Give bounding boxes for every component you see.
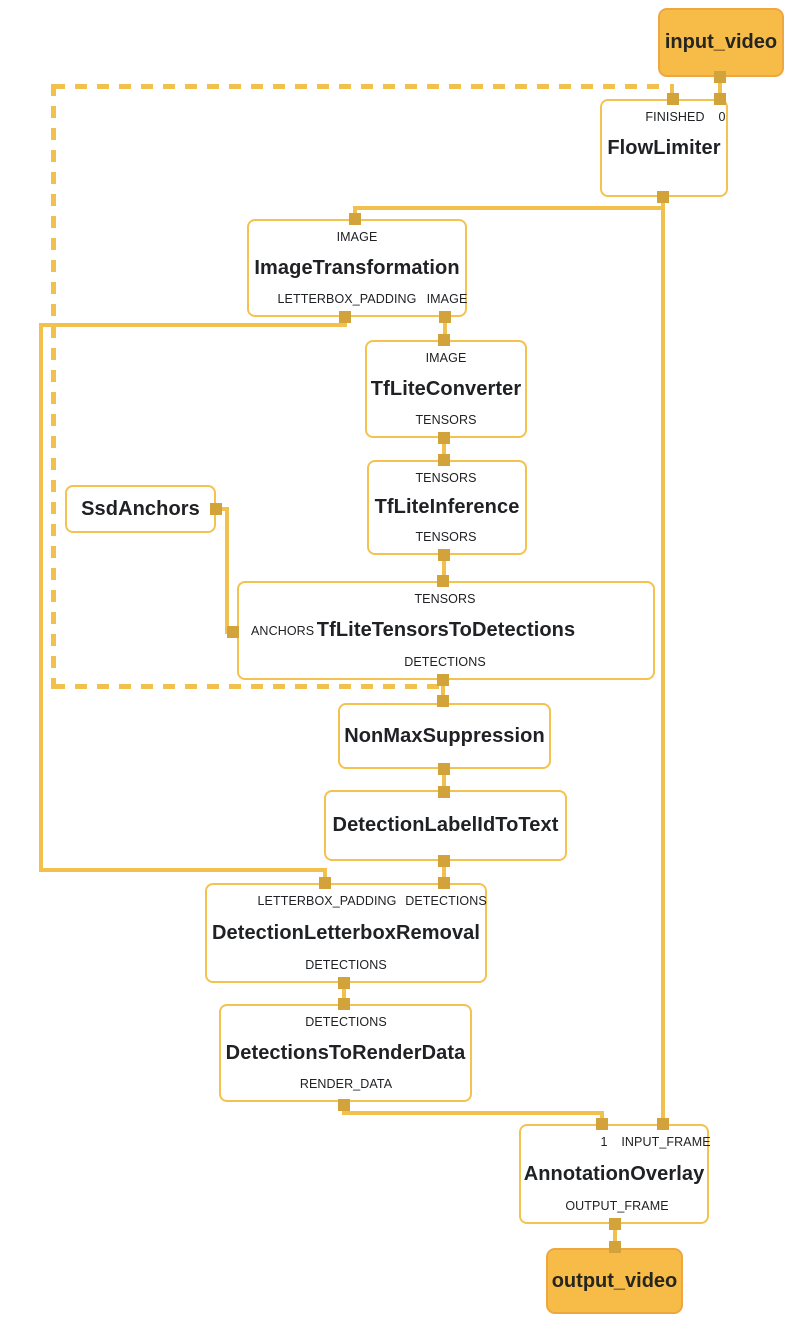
- node-flow-limiter-label: FlowLimiter: [607, 136, 721, 159]
- port-flowlimiter-finished: [667, 93, 679, 105]
- port-outputvideo-in: [609, 1241, 621, 1253]
- edge-letterbox-h2: [39, 868, 327, 872]
- node-input-video[interactable]: input_video: [658, 8, 784, 77]
- node-detection-letterbox-removal-label: DetectionLetterboxRemoval: [211, 921, 481, 944]
- edge-finished-loop-bottom: [53, 684, 443, 689]
- port-label-image-out: IMAGE: [426, 292, 468, 306]
- port-label-output-frame-out: OUTPUT_FRAME: [565, 1199, 669, 1213]
- port-label-detections-in: DETECTIONS: [405, 894, 487, 908]
- port-ssdanchors-out: [210, 503, 222, 515]
- port-inputvideo-out: [714, 71, 726, 83]
- node-non-max-suppression-label: NonMaxSuppression: [344, 724, 545, 747]
- edge-ssdanchors-v: [225, 507, 229, 634]
- edge-renderdata-v2: [600, 1111, 604, 1124]
- edge-flowlimiter-annotationoverlay: [661, 197, 665, 1124]
- edge-tfliteconverter-tfliteinference: [442, 438, 446, 460]
- port-label-image-in: IMAGE: [336, 230, 378, 244]
- node-detections-to-render-data-label: DetectionsToRenderData: [225, 1041, 466, 1064]
- port-label-tensors-in: TENSORS: [415, 471, 477, 485]
- node-output-video-label: output_video: [551, 1269, 678, 1292]
- port-label-tensors-out: TENSORS: [415, 413, 477, 427]
- edge-renderdata-h: [342, 1111, 604, 1115]
- port-nonmax-out: [438, 763, 450, 775]
- node-tflite-tensors-to-detections-label: TfLiteTensorsToDetections: [316, 619, 576, 641]
- port-label-input-frame-in: INPUT_FRAME: [621, 1135, 711, 1149]
- node-detection-letterbox-removal[interactable]: LETTERBOX_PADDING DETECTIONS DETECTIONS …: [205, 883, 487, 983]
- node-image-transformation-label: ImageTransformation: [254, 256, 460, 279]
- port-labelidtotext-in: [438, 786, 450, 798]
- edge-nonmax-labelidtotext: [442, 769, 446, 792]
- port-renderdata-detections-in: [338, 998, 350, 1010]
- port-labelidtotext-out: [438, 855, 450, 867]
- node-ssd-anchors-label: SsdAnchors: [81, 497, 200, 520]
- port-label-image-in: IMAGE: [425, 351, 467, 365]
- node-tflite-inference-label: TfLiteInference: [374, 496, 520, 518]
- node-tflite-converter-label: TfLiteConverter: [370, 377, 522, 400]
- edge-letterboxremoval-renderdata: [342, 983, 346, 1004]
- node-detections-to-render-data[interactable]: DETECTIONS RENDER_DATA DetectionsToRende…: [219, 1004, 472, 1102]
- port-label-1-in: 1: [600, 1135, 608, 1149]
- port-label-tensors-in: TENSORS: [414, 592, 476, 606]
- node-output-video[interactable]: output_video: [546, 1248, 683, 1314]
- port-label-finished: FINISHED: [645, 110, 705, 124]
- edge-imagetransformation-tfliteconverter: [443, 317, 447, 340]
- port-annotationoverlay-inputframe-in: [657, 1118, 669, 1130]
- edge-flowlimiter-imagetransformation-h: [353, 206, 663, 210]
- edge-flowlimiter-imagetransformation-v: [353, 206, 357, 219]
- port-label-detections-out: DETECTIONS: [305, 958, 387, 972]
- node-flow-limiter[interactable]: FINISHED 0 FlowLimiter: [600, 99, 728, 197]
- port-tfliteconverter-tensors-out: [438, 432, 450, 444]
- port-imagetransformation-letterbox-out: [339, 311, 351, 323]
- port-label-0: 0: [718, 110, 726, 124]
- edge-letterbox-h1: [39, 323, 347, 327]
- port-tensorstodetections-anchors-in: [227, 626, 239, 638]
- port-tfliteinference-tensors-out: [438, 549, 450, 561]
- port-annotationoverlay-outputframe-out: [609, 1218, 621, 1230]
- port-letterboxremoval-letterbox-in: [319, 877, 331, 889]
- edge-finished-loop-left: [51, 84, 56, 689]
- node-non-max-suppression[interactable]: NonMaxSuppression: [338, 703, 551, 769]
- port-annotationoverlay-1-in: [596, 1118, 608, 1130]
- port-letterboxremoval-detections-out: [338, 977, 350, 989]
- port-renderdata-renderdata-out: [338, 1099, 350, 1111]
- port-letterboxremoval-detections-in: [438, 877, 450, 889]
- port-label-detections-in: DETECTIONS: [305, 1015, 387, 1029]
- edge-finished-loop-stub: [670, 84, 674, 99]
- edge-finished-loop-top: [53, 84, 668, 89]
- node-detection-label-id-to-text[interactable]: DetectionLabelIdToText: [324, 790, 567, 861]
- edge-ssdanchors-h1: [216, 507, 229, 511]
- port-imagetransformation-image-in: [349, 213, 361, 225]
- port-label-letterbox-padding-in: LETTERBOX_PADDING: [257, 894, 397, 908]
- node-ssd-anchors[interactable]: SsdAnchors: [65, 485, 216, 533]
- edge-tfliteinference-tensorstodetections: [442, 555, 446, 581]
- port-tensorstodetections-tensors-in: [437, 575, 449, 587]
- edge-labelidtotext-letterboxremoval: [442, 861, 446, 883]
- port-label-detections-out: DETECTIONS: [404, 655, 486, 669]
- node-annotation-overlay[interactable]: 1 INPUT_FRAME OUTPUT_FRAME AnnotationOve…: [519, 1124, 711, 1224]
- port-label-anchors-in: ANCHORS: [251, 623, 315, 638]
- node-image-transformation[interactable]: IMAGE LETTERBOX_PADDING IMAGE ImageTrans…: [247, 219, 467, 317]
- port-tfliteinference-tensors-in: [438, 454, 450, 466]
- port-flowlimiter-0: [714, 93, 726, 105]
- port-label-render-data-out: RENDER_DATA: [299, 1077, 393, 1091]
- node-annotation-overlay-label: AnnotationOverlay: [523, 1162, 705, 1185]
- port-label-letterbox-padding-out: LETTERBOX_PADDING: [277, 292, 417, 306]
- port-label-tensors-out: TENSORS: [415, 530, 477, 544]
- edge-annotationoverlay-outputvideo: [613, 1224, 617, 1245]
- node-tflite-tensors-to-detections[interactable]: TENSORS ANCHORS DETECTIONS TfLiteTensors…: [237, 581, 655, 680]
- edge-inputvideo-flowlimiter: [718, 77, 722, 97]
- edge-tensorstodetections-nonmax: [441, 680, 445, 703]
- port-flowlimiter-out: [657, 191, 669, 203]
- node-detection-label-id-to-text-label: DetectionLabelIdToText: [332, 814, 559, 836]
- edge-letterbox-v3: [323, 868, 327, 883]
- node-input-video-label: input_video: [664, 31, 778, 53]
- node-tflite-inference[interactable]: TENSORS TENSORS TfLiteInference: [367, 460, 527, 555]
- port-tfliteconverter-image-in: [438, 334, 450, 346]
- port-nonmax-in: [437, 695, 449, 707]
- node-tflite-converter[interactable]: IMAGE TENSORS TfLiteConverter: [365, 340, 527, 438]
- port-imagetransformation-image-out: [439, 311, 451, 323]
- port-tensorstodetections-detections-out: [437, 674, 449, 686]
- edge-letterbox-v2: [39, 323, 43, 872]
